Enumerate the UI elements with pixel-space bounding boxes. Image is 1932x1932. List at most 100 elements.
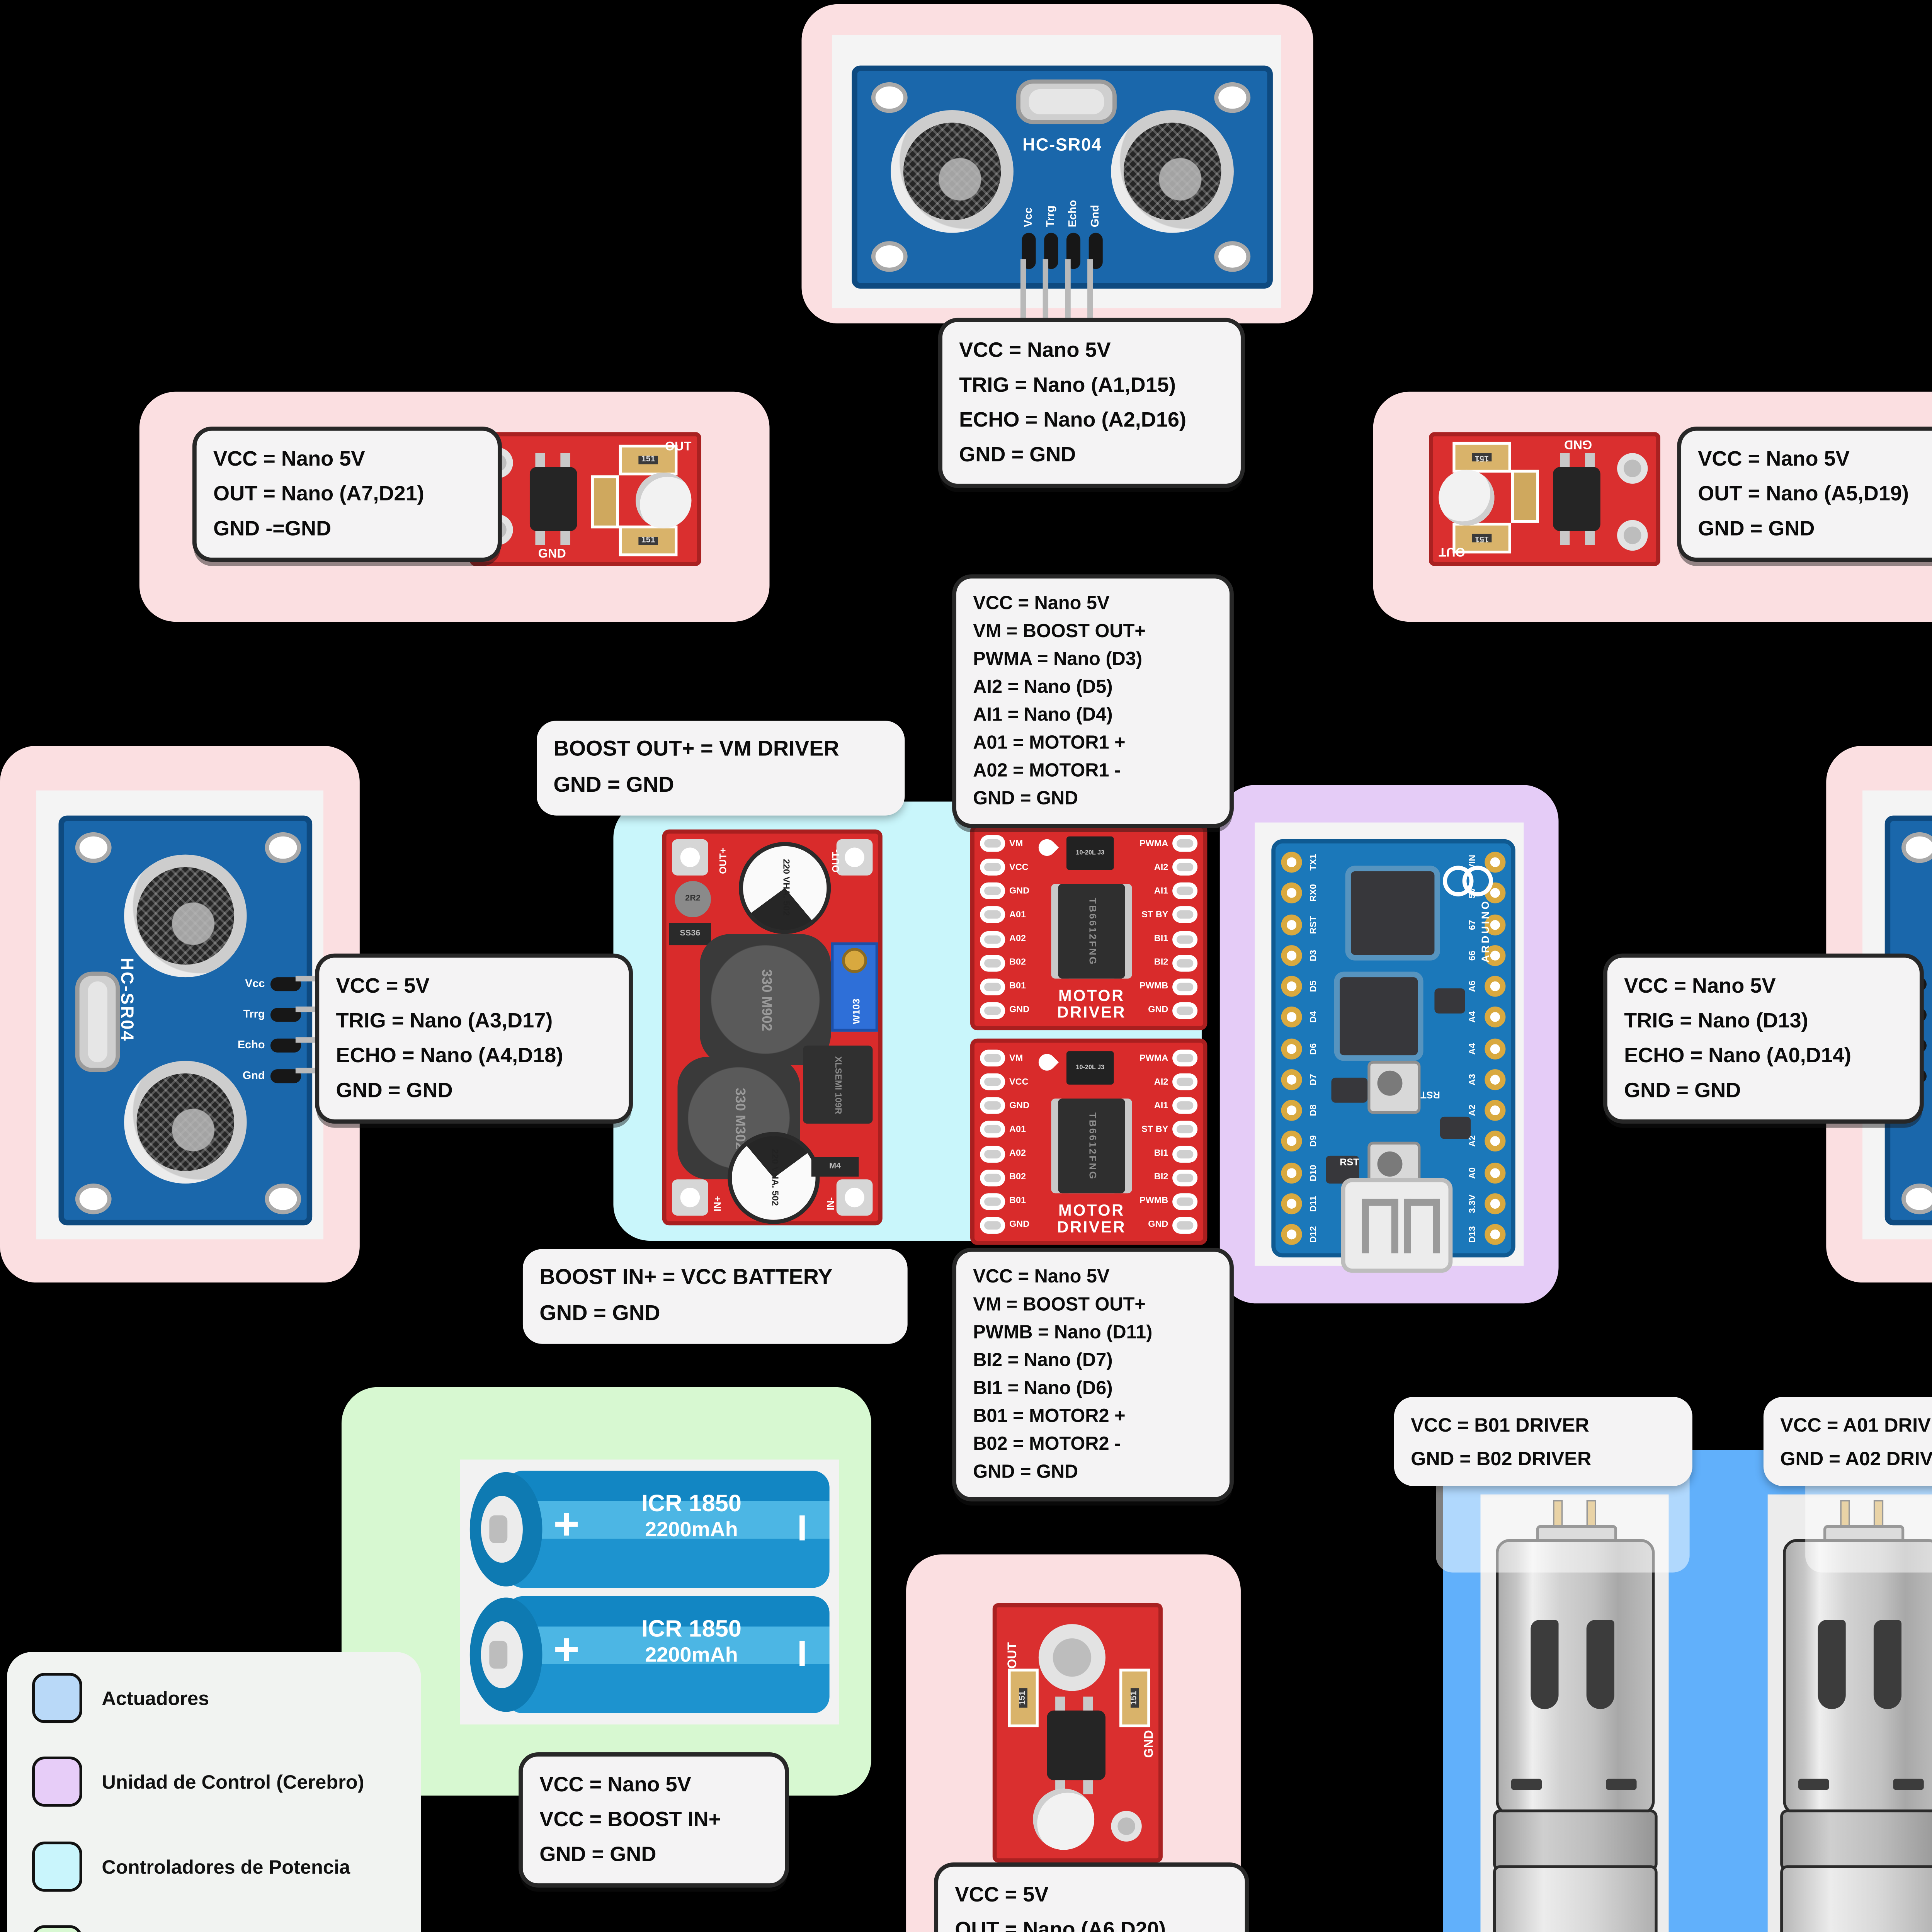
pin-label: D9 (1309, 1135, 1319, 1147)
driver-name-line: MOTOR (1058, 1203, 1125, 1220)
pin-label: VCC (1009, 1077, 1029, 1087)
pin-hole (1281, 1069, 1302, 1090)
pin-pad (980, 978, 1005, 995)
rst-label: RST (1340, 1158, 1359, 1168)
ultrasonic-transducer (1111, 110, 1234, 233)
battery-capacity: 2200mAh (645, 1518, 738, 1542)
driver-pin-row: A02 (980, 930, 1029, 947)
tb6612fng-chip: TB6612FNG (1058, 884, 1125, 979)
note-line: GND = GND (973, 1461, 1078, 1482)
note-line: OUT = Nano (A7,D21) (213, 482, 424, 506)
pin-label: Echo (237, 1038, 265, 1051)
pin-label: PWMB (1139, 982, 1168, 992)
pin-label: PWMA (1139, 838, 1168, 849)
pin-pad (1172, 859, 1198, 876)
note-line: ECHO = Nano (A0,D14) (1624, 1044, 1851, 1068)
driver-pin-row: AI1 (1139, 883, 1198, 900)
chip-label: XLSEMI 109R (833, 1055, 843, 1114)
pin-label: AI1 (1154, 1101, 1168, 1111)
pin-label: A4 (1468, 1011, 1478, 1023)
motor-body (1783, 1539, 1932, 1815)
pin-pad (1172, 1073, 1198, 1090)
battery-minus-terminal: I (797, 1632, 807, 1674)
pin-pad (1172, 1193, 1198, 1210)
ic-leg (560, 453, 570, 467)
note-line: VCC = Nano 5V (1698, 447, 1850, 471)
regulator-chip: XLSEMI 109R (803, 1045, 873, 1124)
pin-hole (1281, 913, 1302, 935)
motor-vent (1586, 1620, 1614, 1709)
driver-name: MOTOR DRIVER (1033, 988, 1150, 1022)
pin-label: GND (1009, 1101, 1030, 1111)
pin-label: AI1 (1154, 886, 1168, 896)
pin-label: RX0 (1309, 884, 1319, 902)
pin-label: ST BY (1141, 1125, 1168, 1135)
mount-hole (871, 241, 908, 272)
legend-swatch (32, 1673, 82, 1723)
driver-pin-row: BI1 (1139, 1145, 1198, 1162)
pin-pad (1172, 954, 1198, 971)
capacitor-value: 220 VHA. 502 (780, 859, 790, 917)
driver-pin-row: PWMA (1139, 1049, 1198, 1066)
note-line: GND = GND (336, 1079, 453, 1103)
pin-hole (1485, 1162, 1506, 1183)
driver-pin-row: ST BY (1139, 906, 1198, 923)
battery-plus-sign: + (553, 1498, 580, 1549)
battery-backing: + ICR 1850 2200mAh I + ICR 1850 2200mAh … (460, 1459, 839, 1725)
crystal-oscillator (75, 971, 120, 1072)
resistor-value: 151 (638, 537, 658, 545)
pin-label: Echo (1066, 200, 1079, 228)
pin-label: Gnd (1088, 205, 1102, 228)
pin-label: PWMB (1139, 1196, 1168, 1206)
note-line: BOOST IN+ = VCC BATTERY (539, 1265, 833, 1290)
pin-hole (1281, 1007, 1302, 1028)
transducer-mesh (136, 1073, 235, 1171)
pin-pad (1172, 1002, 1198, 1019)
sensor-ic (1047, 1710, 1105, 1781)
driver-pin-row: PWMB (1139, 1193, 1198, 1210)
legend-swatch (32, 1925, 82, 1932)
driver-pin-row: BI2 (1139, 1169, 1198, 1186)
pin-hole (1485, 1224, 1506, 1245)
pin-hole (1485, 913, 1506, 935)
hcsr04-board: HC-SR04 Vcc Trrg Echo Gnd (852, 65, 1273, 289)
battery-model: ICR 1850 (641, 1490, 742, 1517)
battery-plus-sign: + (553, 1624, 580, 1674)
driver-pin-row: VM (980, 835, 1029, 852)
driver-pin-row: GND (980, 1217, 1029, 1234)
pin-pad (1172, 1049, 1198, 1066)
motor-marking (1893, 1779, 1924, 1790)
electrolytic-capacitor: 220 VHA. 502 (728, 1132, 820, 1224)
pin-pad (980, 859, 1005, 876)
note-line: BOOST OUT+ = VM DRIVER (553, 737, 839, 761)
pin-hole (1281, 945, 1302, 966)
solder-pad-large (1033, 1788, 1095, 1850)
electrolytic-capacitor: 220 VHA. 502 (739, 842, 831, 934)
screw-pad (836, 839, 873, 876)
pin-label: Trrg (243, 1008, 265, 1020)
usb-prong (1404, 1199, 1440, 1253)
ultrasonic-transducer (124, 1061, 247, 1184)
nano-left-holes (1281, 852, 1302, 1245)
pin-label: GND (1009, 1220, 1030, 1230)
reset-button (1367, 1061, 1421, 1114)
legend-item: Unidad de Control (Cerebro) (32, 1757, 404, 1807)
pin-pad (1172, 1121, 1198, 1138)
resistor-value: 151 (1472, 534, 1492, 543)
pin-hole (1281, 1224, 1302, 1245)
transducer-mesh (1123, 122, 1221, 221)
pin-hole (1485, 1069, 1506, 1090)
mount-hole (1901, 1184, 1932, 1214)
pin-pad (1172, 930, 1198, 947)
sensor-ic (1553, 467, 1600, 531)
battery-minus-terminal: I (797, 1507, 807, 1549)
pin-label: A02 (1009, 1149, 1026, 1159)
gearbox-band (1493, 1865, 1658, 1932)
pin-label: B01 (1009, 982, 1026, 992)
pin-label: 3.3V (1468, 1194, 1478, 1213)
usb-prong (1362, 1199, 1398, 1253)
